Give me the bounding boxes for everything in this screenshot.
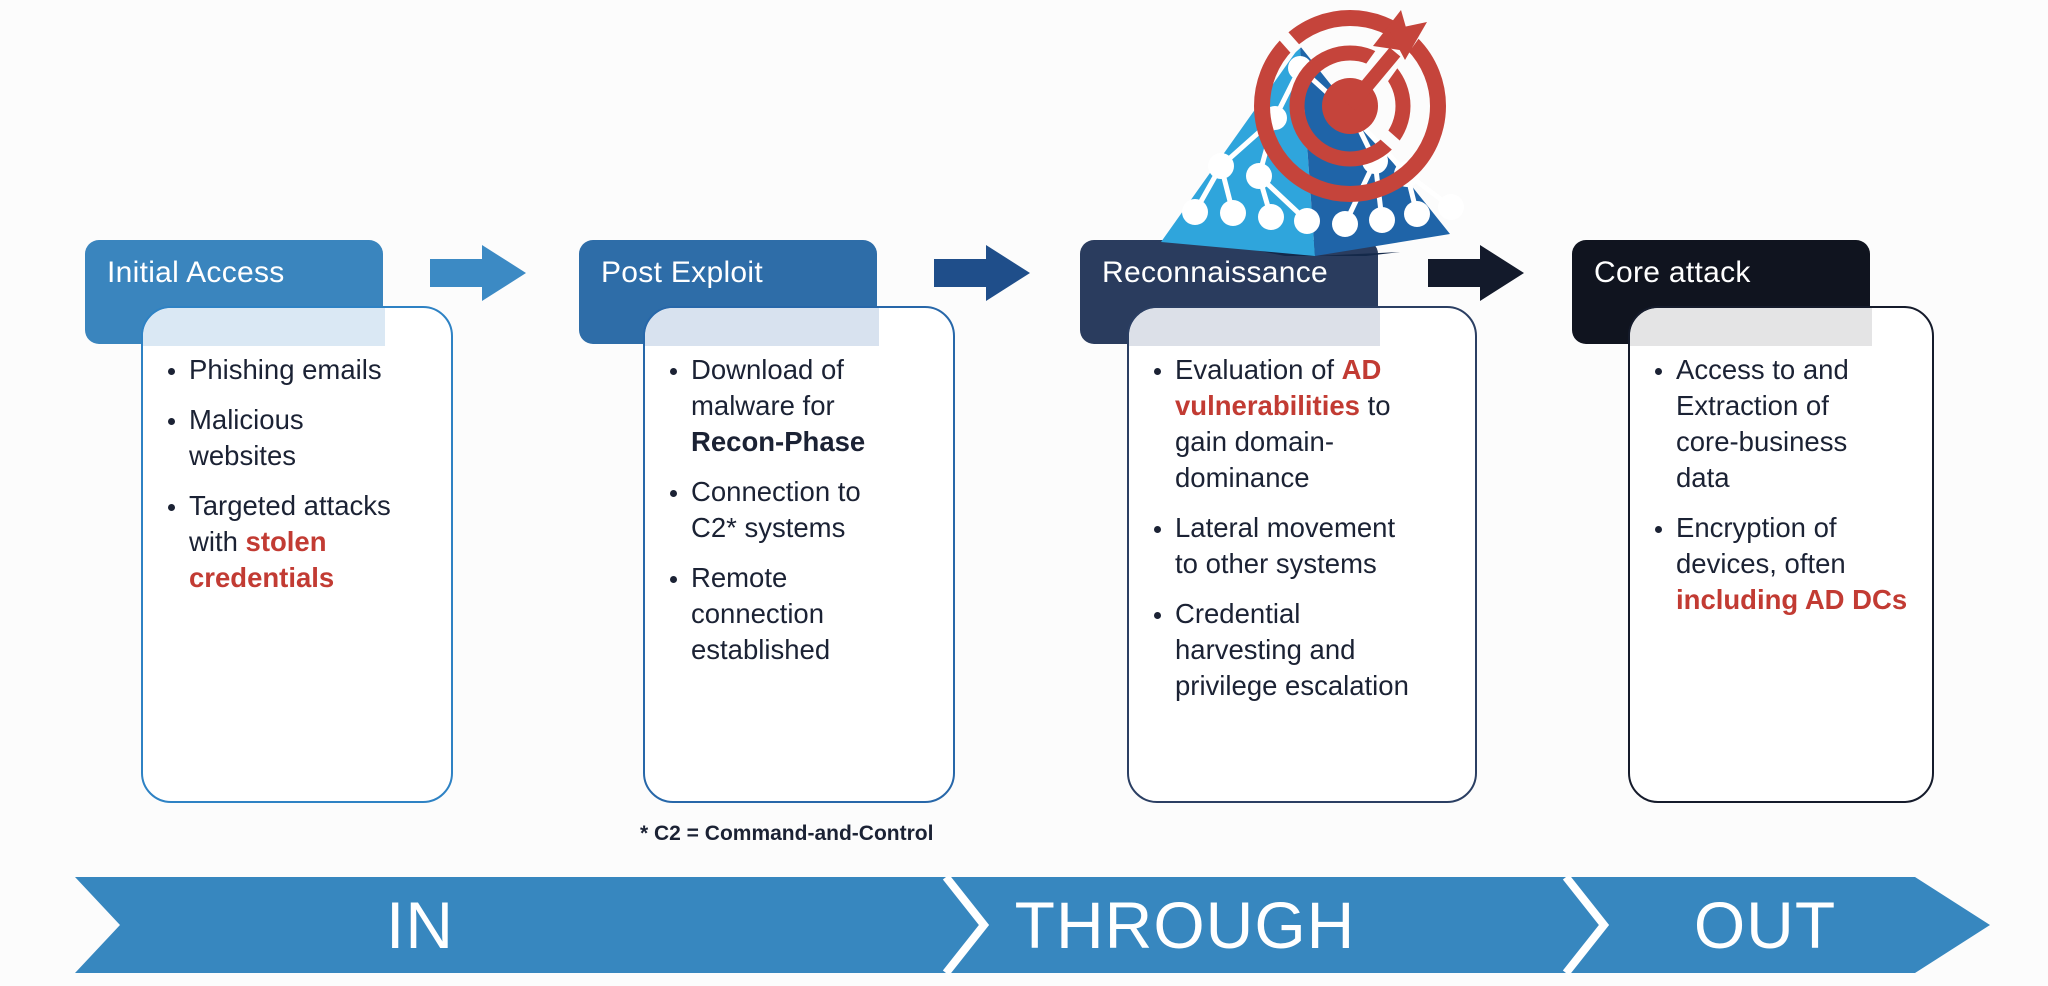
phase-title: Reconnaissance <box>1102 256 1329 289</box>
flow-arrow-icon <box>934 243 1032 303</box>
phase-card: Phishing emailsMalicious websitesTargete… <box>141 306 453 803</box>
bullet-item: Evaluation of AD vulnerabilities to gain… <box>1175 352 1451 496</box>
phase-bullets: Download of malware for Recon-PhaseConne… <box>645 308 953 668</box>
bullet-item: Remote connection established <box>691 560 929 668</box>
phase-post-exploit: Post Exploit Download of malware for Rec… <box>579 240 999 803</box>
bullet-item: Phishing emails <box>189 352 427 388</box>
bullet-item: Credential harvesting and privilege esca… <box>1175 596 1451 704</box>
target-arrow-shaft <box>1344 47 1401 111</box>
card-tint-strip <box>143 308 385 346</box>
ring-breaks <box>1276 29 1402 152</box>
phase-core-attack: Core attack Access to and Extraction of … <box>1572 240 1992 803</box>
phase-card: Evaluation of AD vulnerabilities to gain… <box>1127 306 1477 803</box>
phase-reconnaissance: Reconnaissance Evaluation of AD vulnerab… <box>1080 240 1500 803</box>
target-outer-ring <box>1254 10 1446 202</box>
pyramid-network-target-icon <box>1155 6 1480 256</box>
phase-header: Core attack <box>1572 240 1870 344</box>
bullet-item: Lateral movement to other systems <box>1175 510 1451 582</box>
c2-footnote: * C2 = Command-and-Control <box>640 822 934 845</box>
target-arrow-fletch <box>1389 22 1427 60</box>
phase-card: Download of malware for Recon-PhaseConne… <box>643 306 955 803</box>
phase-bullets: Phishing emailsMalicious websitesTargete… <box>143 308 451 596</box>
card-tint-strip <box>1129 308 1380 346</box>
in-through-out-ribbon <box>0 875 2048 975</box>
bullet-item: Access to and Extraction of core-busines… <box>1676 352 1908 496</box>
ribbon-chevron-divider <box>942 875 990 975</box>
phase-title: Post Exploit <box>601 256 764 289</box>
bullet-item: Connection to C2* systems <box>691 474 929 546</box>
ribbon-label-through: THROUGH <box>1014 888 1356 962</box>
ribbon-label-in: IN <box>386 888 454 962</box>
bullet-item: Download of malware for Recon-Phase <box>691 352 929 460</box>
phase-card: Access to and Extraction of core-busines… <box>1628 306 1934 803</box>
ribbon-label-out: OUT <box>1693 888 1837 962</box>
ribbon-chevron-divider <box>1562 875 1610 975</box>
target-inner-ring <box>1289 45 1411 167</box>
phase-initial-access: Initial Access Phishing emailsMalicious … <box>85 240 505 803</box>
phase-title: Initial Access <box>107 256 285 289</box>
ribbon-arrow-shape <box>75 877 1990 973</box>
flow-arrow-icon <box>1428 243 1526 303</box>
card-tint-strip <box>1630 308 1872 346</box>
phase-bullets: Evaluation of AD vulnerabilities to gain… <box>1129 308 1475 704</box>
card-tint-strip <box>645 308 879 346</box>
pyramid-shadow <box>1235 246 1400 256</box>
flow-arrow-icon <box>430 243 528 303</box>
phase-title: Core attack <box>1594 256 1751 289</box>
bullet-item: Targeted attacks with stolen credentials <box>189 488 427 596</box>
bullet-item: Malicious websites <box>189 402 427 474</box>
bullet-item: Encryption of devices, often including A… <box>1676 510 1908 618</box>
phase-bullets: Access to and Extraction of core-busines… <box>1630 308 1932 618</box>
